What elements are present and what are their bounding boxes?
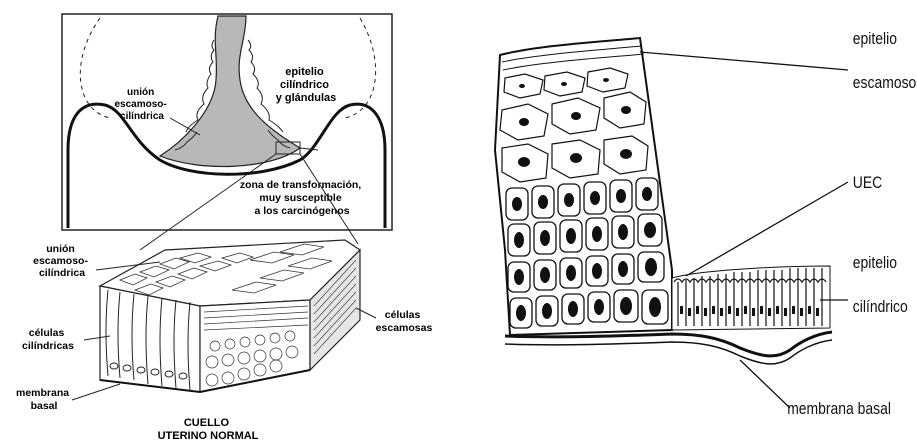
label-uec: UEC [853,174,882,193]
membrana-basal-pointer [740,360,790,408]
label-celulas-cilindricas: células cilíndricas [22,327,74,352]
membrana-left-pointer [72,384,120,400]
uec-pointer [686,182,848,276]
label-union-block: unión escamoso- cilíndrica [33,243,91,279]
label-membrana-basal-right: membrana basal [787,400,891,419]
title-cuello: CUELLO UTERINO NORMAL [158,417,259,442]
label-celulas-escamosas: células escamosas [376,309,433,334]
tissue-block: unión escamoso- cilíndrica células cilín… [16,240,432,442]
label-membrana-basal-left: membrana basal [16,387,72,412]
label-epitelio-escamoso: epitelio escamoso [853,30,916,93]
basement-membrane-right-2 [505,340,832,364]
histology-panel: epitelio escamoso UEC epitelio cilíndric… [495,30,916,419]
epitelio-escamoso-pointer [640,52,848,70]
basement-membrane-right [505,332,832,356]
label-epitelio-cilindrico: epitelio cilíndrico [853,254,908,317]
cervix-inset: unión escamoso- cilíndrica epitelio cilí… [62,14,392,230]
